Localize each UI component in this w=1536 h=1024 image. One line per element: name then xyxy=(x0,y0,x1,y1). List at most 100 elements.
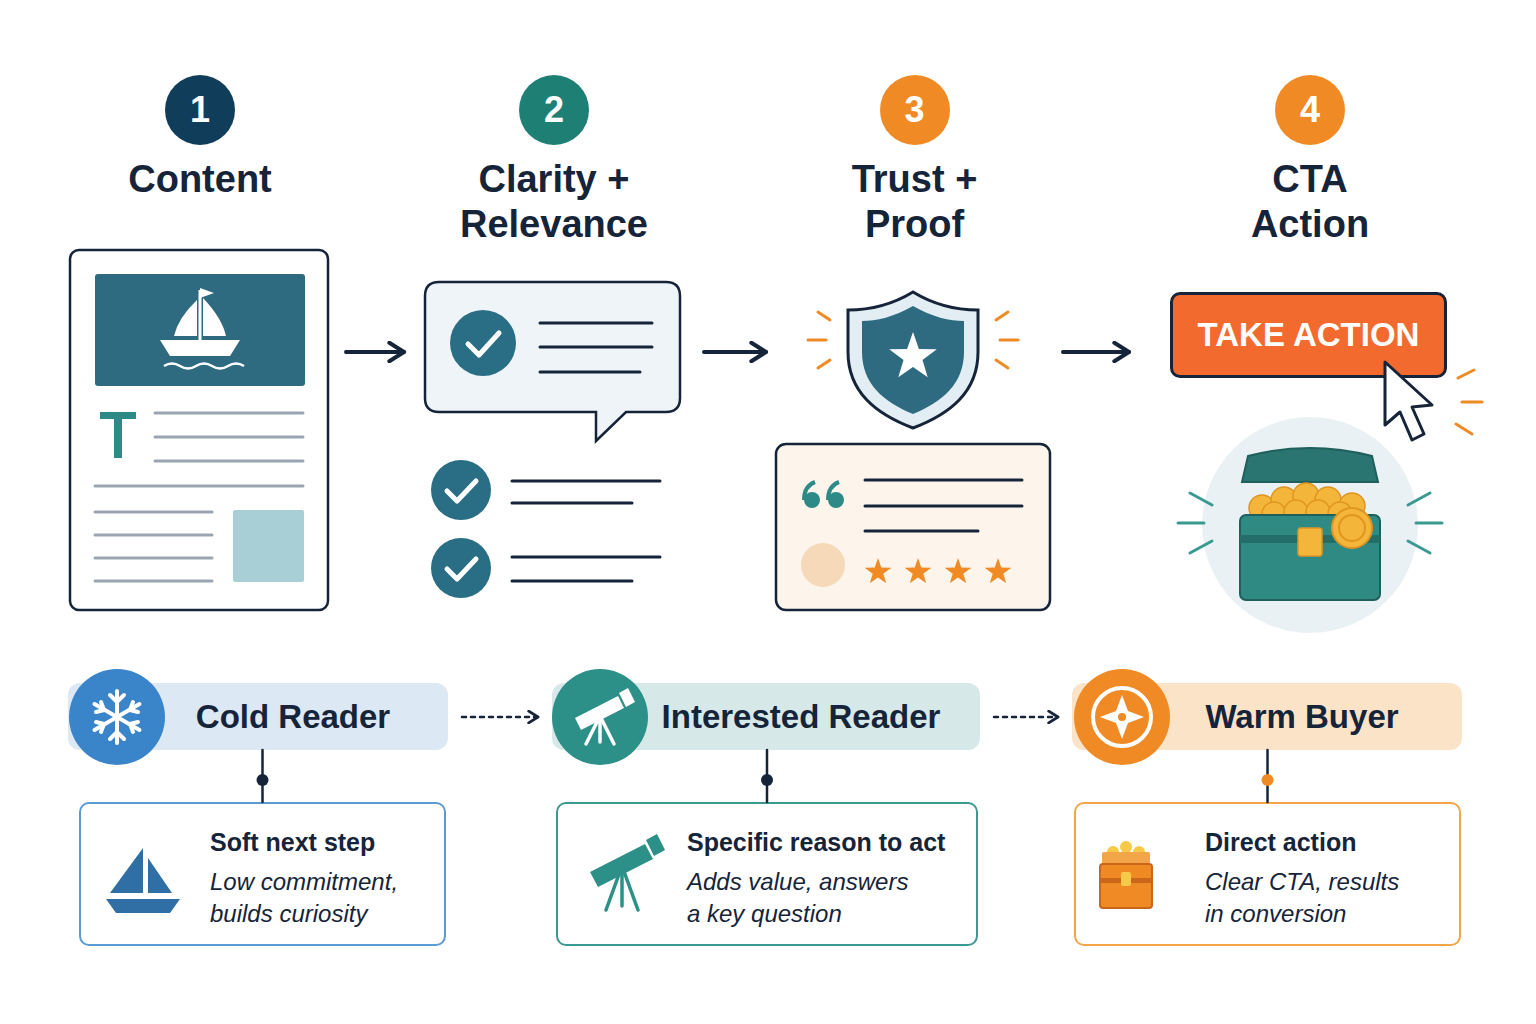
step-column: 2Clarity + Relevance xyxy=(410,75,698,615)
snowflake-badge xyxy=(110,732,124,739)
action-heading: Specific reason to act xyxy=(687,826,945,858)
document-icon xyxy=(233,510,304,582)
checklist-bubble-icon xyxy=(431,538,491,598)
action-description: Adds value, answers a key question xyxy=(687,866,919,930)
document-icon xyxy=(95,580,212,583)
testimonial-card xyxy=(828,492,844,508)
telescope-badge xyxy=(600,716,614,744)
document-icon xyxy=(203,298,226,336)
snowflake-badge xyxy=(95,704,140,730)
snowflake-badge xyxy=(96,722,104,732)
telescope-badge xyxy=(586,716,614,744)
telescope-icon xyxy=(590,844,653,887)
telescope-icon xyxy=(646,834,665,856)
treasure-chest-icon xyxy=(1306,500,1330,524)
treasure-chest-icon xyxy=(1298,528,1322,556)
treasure-chest-icon xyxy=(1178,522,1204,525)
checklist-bubble-icon xyxy=(447,481,476,501)
checklist-bubble-icon xyxy=(447,559,476,579)
chest-icon xyxy=(1100,841,1152,908)
stage-arrow xyxy=(462,716,538,719)
trust-shield-icon xyxy=(889,332,937,377)
checklist-bubble-icon xyxy=(450,310,516,376)
document-icon xyxy=(199,290,202,340)
step-title: CTA Action xyxy=(1225,157,1395,247)
action-description: Low commitment, builds curiosity xyxy=(210,866,445,930)
sailboat-icon xyxy=(110,848,143,893)
document-icon xyxy=(155,436,303,439)
step-column: 4CTA ActionTAKE ACTION xyxy=(1135,75,1485,615)
step-column: 1Content xyxy=(60,75,340,615)
trust-shield-icon xyxy=(818,360,830,368)
document-icon xyxy=(100,412,136,419)
checklist-bubble-icon xyxy=(540,323,652,372)
snowflake-badge xyxy=(69,669,165,765)
action-box: Soft next stepLow commitment, builds cur… xyxy=(79,802,446,946)
compass-badge xyxy=(1100,695,1144,739)
document-icon xyxy=(200,288,214,298)
leader-dot xyxy=(257,774,269,786)
testimonial-card xyxy=(828,482,839,500)
telescope-badge xyxy=(575,696,624,730)
reader-stage-pill: Warm Buyer xyxy=(1072,683,1462,750)
cursor-icon xyxy=(1456,424,1472,434)
treasure-chest-icon xyxy=(1408,493,1430,505)
testimonial-card xyxy=(865,479,1022,482)
treasure-chest-icon xyxy=(1293,483,1319,509)
document-icon xyxy=(95,534,212,537)
snowflake-badge xyxy=(69,669,165,765)
document-icon xyxy=(95,485,303,488)
step-title: Trust + Proof xyxy=(805,157,1025,247)
trust-shield-icon xyxy=(818,312,830,320)
snowflake-badge xyxy=(110,695,124,702)
document-icon xyxy=(174,300,197,336)
treasure-chest-icon xyxy=(1190,541,1212,553)
treasure-chest-icon xyxy=(1315,487,1341,513)
checklist-bubble-icon xyxy=(512,556,660,559)
treasure-chest-icon xyxy=(1262,502,1286,526)
treasure-chest-icon xyxy=(1339,493,1365,519)
checklist-bubble-icon xyxy=(468,333,499,355)
checklist-bubble-icon xyxy=(425,282,680,441)
treasure-chest-icon xyxy=(1339,515,1365,541)
testimonial-card xyxy=(801,543,845,587)
testimonial-card xyxy=(865,530,978,533)
document-icon xyxy=(164,364,244,369)
chest-icon xyxy=(1100,864,1152,908)
action-heading: Direct action xyxy=(1205,826,1356,858)
snowflake-badge xyxy=(115,691,119,743)
document-icon xyxy=(95,274,305,386)
treasure-chest-icon xyxy=(1271,487,1297,513)
flow-arrow xyxy=(1063,350,1129,354)
step-number-badge: 4 xyxy=(1275,75,1345,145)
compass-badge xyxy=(1093,688,1151,746)
telescope-badge xyxy=(598,716,602,742)
testimonial-card xyxy=(804,482,815,500)
telescope-badge xyxy=(586,716,600,744)
testimonial-card xyxy=(905,558,932,583)
stage-name: Interested Reader xyxy=(642,683,960,750)
chest-icon xyxy=(1102,852,1150,864)
checklist-bubble-icon xyxy=(540,346,652,349)
checklist-bubble-icon xyxy=(512,502,632,505)
chest-icon xyxy=(1100,878,1152,883)
checklist-bubble-icon xyxy=(431,460,491,520)
flow-arrow xyxy=(346,350,404,354)
leader-line xyxy=(261,750,264,802)
reader-stage-pill: Interested Reader xyxy=(552,683,980,750)
telescope-badge xyxy=(619,688,635,707)
treasure-chest-icon xyxy=(1202,417,1418,633)
button-label: TAKE ACTION xyxy=(1173,295,1444,375)
telescope-badge xyxy=(552,669,648,765)
treasure-chest-icon xyxy=(1332,508,1372,548)
testimonial-card xyxy=(865,505,1022,508)
stage-name: Cold Reader xyxy=(158,683,428,750)
sailboat-icon xyxy=(148,858,172,893)
trust-shield-icon xyxy=(1000,339,1018,342)
document-icon xyxy=(95,511,212,514)
chest-icon xyxy=(1133,846,1145,858)
document-icon xyxy=(95,557,212,560)
sailboat-icon xyxy=(106,899,180,913)
checklist-bubble-icon xyxy=(512,481,660,581)
cursor-icon xyxy=(1462,401,1482,404)
